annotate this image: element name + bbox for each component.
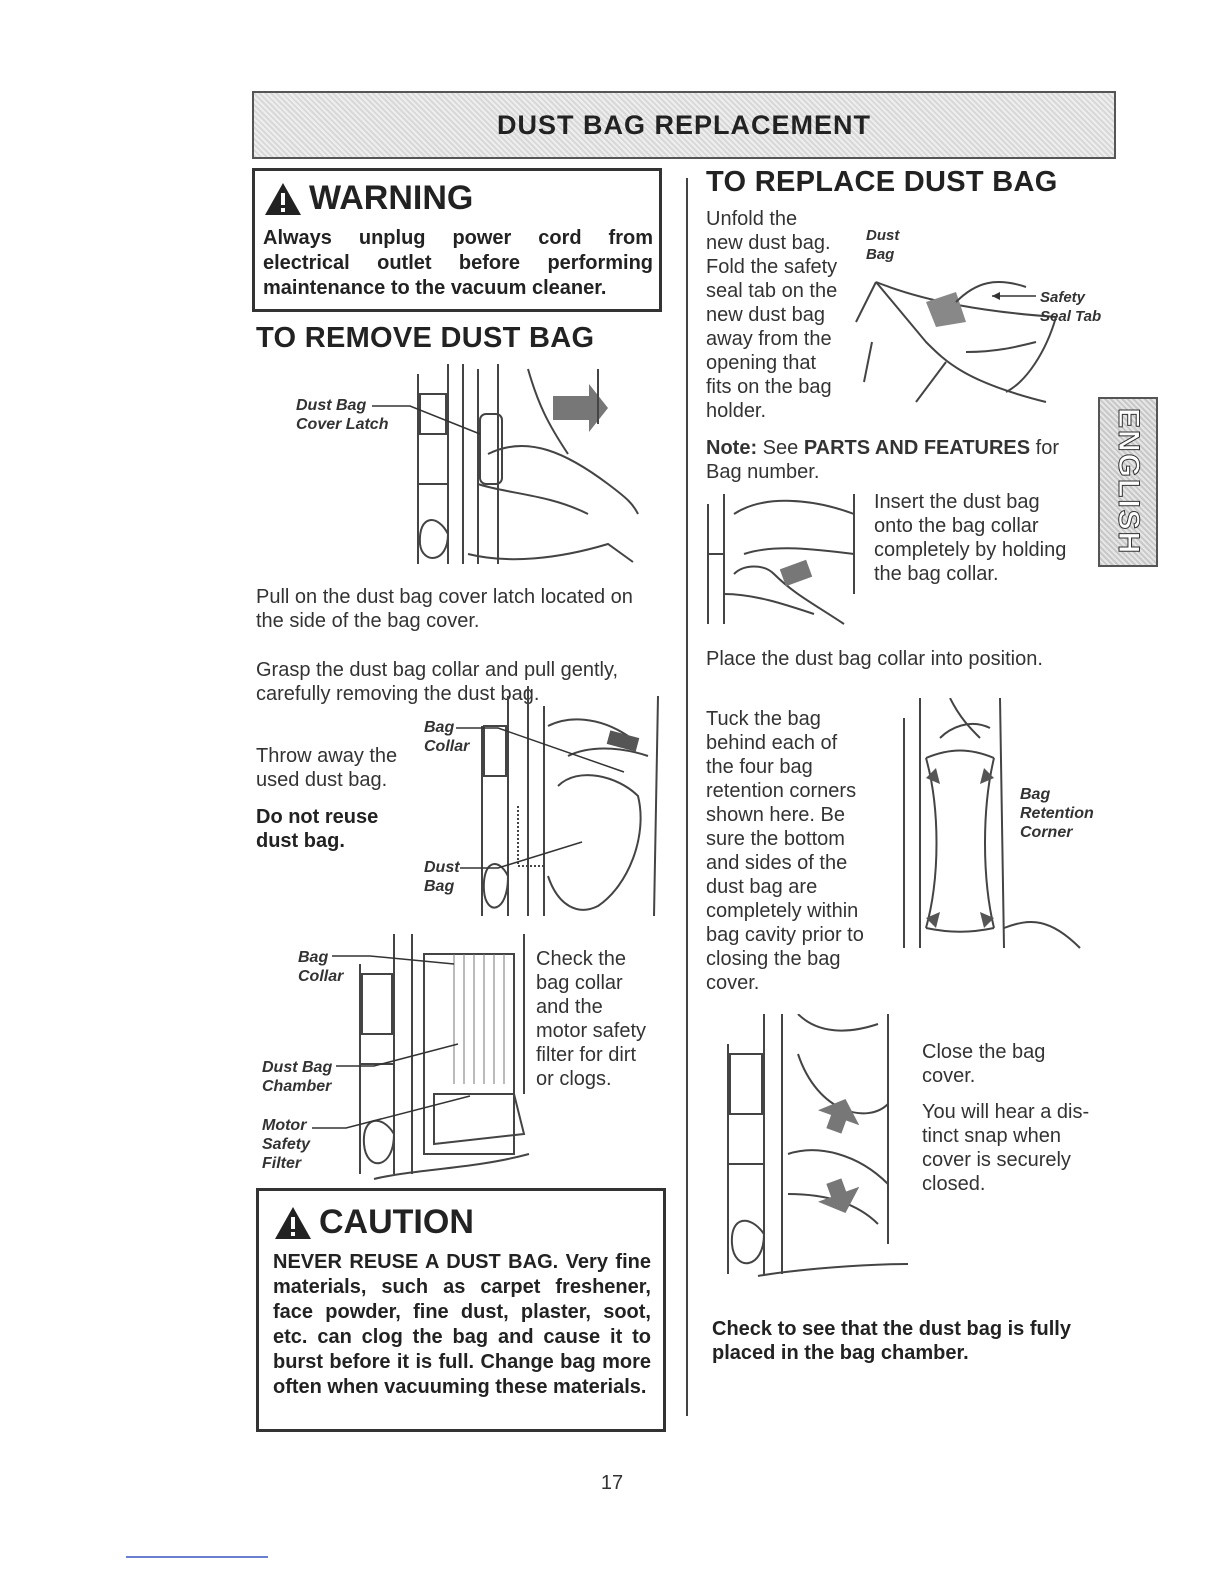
warning-text: Always unplug power cord from electrical… [263,227,653,299]
chamber-collar-label: Bag Collar [298,949,344,985]
no-reuse-text: Do not reuse dust bag. [256,806,379,852]
page-number: 17 [600,1472,624,1494]
retention-illustration [903,698,1081,949]
seal-tab-label: Safety Seal Tab [1040,289,1102,325]
dust-bag-leader-line [460,841,583,869]
warning-triangle-icon [265,182,301,215]
retention-label: Bag Retention Corner [1020,786,1094,841]
new-dust-bag-label: Dust Bag [866,227,900,263]
caution-text: NEVER REUSE A DUST BAG. Very fine materi… [273,1251,651,1398]
new-bag-illustration [855,281,1058,403]
note-text: Note: See PARTS AND FEATURES for Bag num… [706,437,1060,483]
language-side-tab: ENGLISH [1098,397,1158,567]
remove-heading: TO REMOVE DUST BAG [256,322,595,354]
collar-illustration [481,686,659,917]
collar-label: Bag Collar [424,719,470,755]
caution-title: CAUTION [319,1203,474,1241]
replace-heading: TO REPLACE DUST BAG [706,166,1058,198]
banner-title: DUST BAG REPLACEMENT [496,109,871,140]
motor-leader-line [312,1095,471,1129]
chamber-leader-line [336,1043,459,1067]
warning-header: WARNING [263,179,653,218]
chamber-illustration [359,934,530,1180]
unfold-text: Unfold the new dust bag. Fold the safety… [706,208,838,422]
caution-triangle-icon [275,1206,311,1239]
dust-bag-label: Dust Bag [424,859,460,895]
footer-rule [126,1556,268,1558]
seal-tab-leader-line [992,292,1036,300]
check-collar-text: Check the bag collar and the motor safet… [536,948,647,1090]
chamber-collar-leader-line [332,955,455,965]
motor-filter-label: Motor Safety Filter [262,1117,311,1172]
latch-illustration [417,364,639,564]
warning-box: WARNING Always unplug power cord from el… [252,168,662,312]
warning-title: WARNING [309,179,474,217]
collar-leader-line [456,727,625,773]
latch-label: Dust Bag Cover Latch [296,397,389,433]
place-text: Place the dust bag collar into position. [706,648,1043,670]
insert-bag-illustration [707,494,855,625]
close-cover-text: Close the bag cover. [922,1041,1046,1087]
caution-box: CAUTION NEVER REUSE A DUST BAG. Very fin… [256,1188,666,1432]
check-final-text: Check to see that the dust bag is fully … [712,1318,1071,1364]
section-banner: DUST BAG REPLACEMENT [252,91,1116,159]
caution-header: CAUTION [273,1203,651,1242]
pull-text: Pull on the dust bag cover latch located… [256,586,633,632]
close-cover-illustration [727,1014,909,1277]
chamber-label: Dust Bag Chamber [262,1059,333,1095]
throw-text: Throw away the used dust bag. [256,745,398,791]
tuck-text: Tuck the bag behind each of the four bag… [706,708,864,994]
insert-text: Insert the dust bag onto the bag collar … [874,491,1067,585]
grasp-text: Grasp the dust bag collar and pull gentl… [256,659,619,705]
snap-text: You will hear a dis- tinct snap when cov… [922,1101,1090,1195]
latch-leader-line [372,405,481,435]
column-divider [686,178,688,1416]
language-side-tab-label: ENGLISH [1112,408,1146,556]
